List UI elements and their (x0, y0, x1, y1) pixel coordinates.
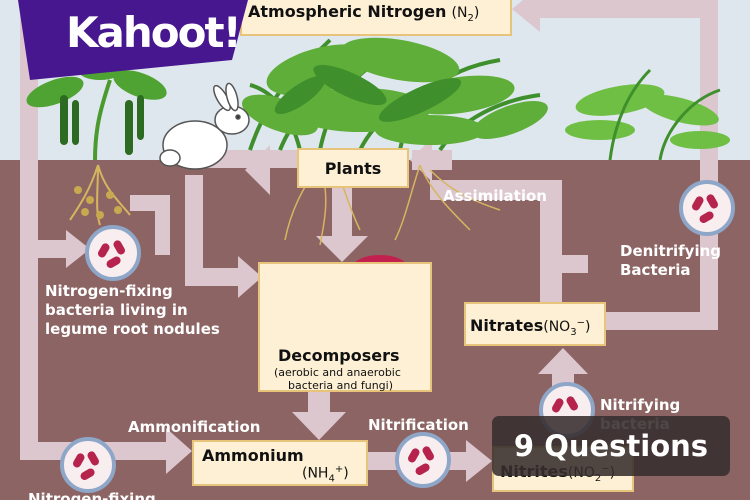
formula-part: (NO (543, 319, 571, 335)
formula-close: ) (584, 319, 591, 335)
formula-close: ) (473, 5, 480, 21)
rabbit (159, 82, 250, 170)
ammonium-formula: (NH4+) (302, 464, 349, 484)
formula-part: (NH (302, 465, 329, 482)
questions-count-badge: 9 Questions (492, 416, 730, 476)
bacteria-icon (395, 432, 451, 488)
kahoot-logo: Kahoot! (66, 8, 242, 57)
formula-sub: 4 (328, 473, 335, 485)
fixing-line-3: legume root nodules (45, 320, 220, 338)
plants-label: Plants (324, 159, 382, 178)
kahoot-banner (18, 0, 248, 80)
atmospheric-nitrogen-formula: (N2) (451, 5, 480, 24)
fixing-line-2: bacteria living in (45, 301, 188, 319)
formula-sub: 2 (467, 12, 474, 24)
nitrates-box: Nitrates(NO3−) (464, 302, 606, 346)
denitrifying-line-1: Denitrifying (620, 242, 722, 260)
denitrifying-label: Denitrifying Bacteria (620, 242, 721, 280)
nitrates-formula: (NO3−) (543, 317, 591, 338)
decomposers-box: Decomposers (aerobic and anaerobic bacte… (258, 262, 432, 392)
nitrates-row: Nitrates(NO3−) (470, 316, 590, 338)
ammonification-label: Ammonification (128, 418, 261, 436)
formula-sub: 3 (570, 326, 577, 338)
formula-close: ) (343, 465, 349, 482)
bacteria-icon (679, 180, 735, 236)
decomposers-desc-1: (aerobic and anaerobic (274, 366, 401, 379)
formula-sup: + (334, 464, 344, 475)
nitrates-label: Nitrates (470, 316, 544, 335)
decomposers-title: Decomposers (278, 346, 400, 365)
nitrogen-fixing-bottom-label: Nitrogen-fixing (28, 490, 156, 500)
decomposers-desc-2: bacteria and fungi) (288, 379, 394, 392)
plant-roots (284, 164, 501, 246)
bacteria-icon (85, 225, 141, 281)
ammonium-box: Ammonium (NH4+) (192, 440, 368, 486)
grass-plants (242, 37, 730, 161)
bacteria-icon (60, 437, 116, 493)
nitrification-label: Nitrification (368, 416, 469, 434)
plants-box: Plants (297, 148, 409, 188)
atmospheric-nitrogen-box: Atmospheric Nitrogen (N2) (240, 0, 512, 36)
formula-sub: 2 (594, 472, 602, 484)
formula-sup: − (576, 317, 585, 329)
atmospheric-nitrogen-label: Atmospheric Nitrogen (248, 2, 447, 21)
assimilation-label: Assimilation (443, 187, 547, 205)
fixing-line-1: Nitrogen-fixing (45, 282, 173, 300)
ammonium-label: Ammonium (202, 446, 304, 465)
denitrifying-line-2: Bacteria (620, 261, 691, 279)
nitrifying-line-1: Nitrifying (600, 396, 681, 414)
nitrogen-fixing-label: Nitrogen-fixing bacteria living in legum… (45, 282, 220, 339)
formula-part: N (457, 5, 468, 21)
